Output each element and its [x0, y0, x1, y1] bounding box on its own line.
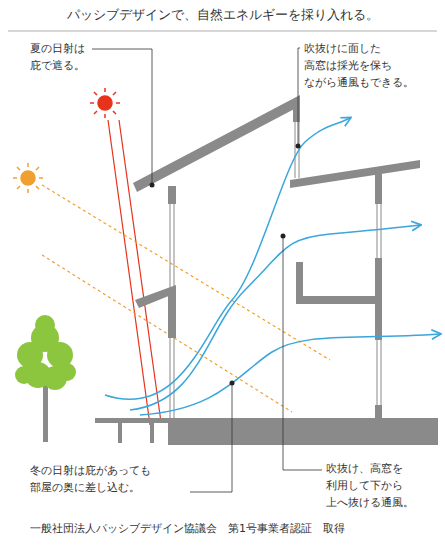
- certification-caption: 一般社団法人パッシブデザイン協議会 第1号事業者認証 取得: [30, 520, 345, 537]
- winter-rays: [42, 185, 330, 412]
- tree: [15, 315, 76, 442]
- callout-label: 冬の日射は庇があっても 部屋の奥に差し込む。: [30, 462, 151, 496]
- wind-flow: [105, 118, 440, 415]
- winter-sun: [13, 163, 43, 193]
- leader-lines: [92, 48, 322, 492]
- diagram-title: パッシブデザインで、自然エネルギーを採り入れる。: [67, 6, 379, 24]
- title-rule: [8, 31, 437, 32]
- summer-sun: [90, 88, 120, 118]
- callout-label: 吹抜けに面した 高窓は採光を保ち ながら通風もできる。: [304, 40, 414, 91]
- leader-dots: [150, 144, 301, 386]
- callout-label: 吹抜け、高窓を 利用して下から 上へ抜ける通風。: [326, 460, 414, 511]
- building: [95, 95, 438, 445]
- summer-rays: [108, 120, 161, 425]
- callout-label: 夏の日射は 庇で遮る。: [30, 40, 85, 74]
